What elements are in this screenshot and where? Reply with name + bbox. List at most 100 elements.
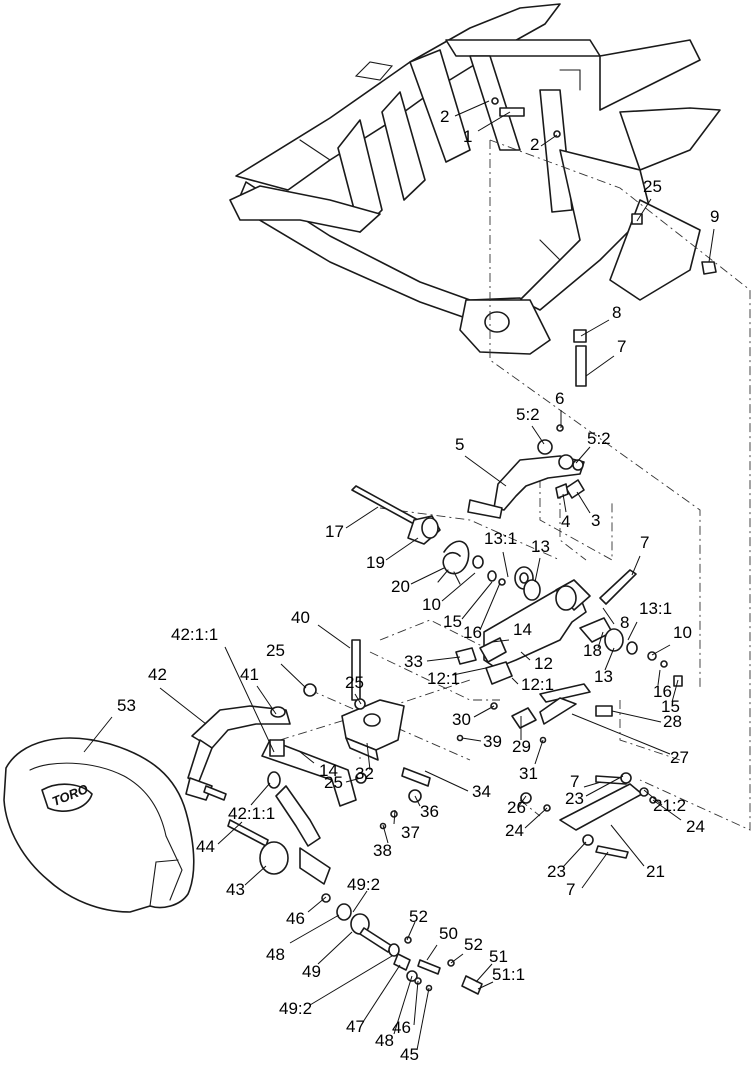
leader-line-c13b xyxy=(604,647,615,671)
leader-line-c7b xyxy=(631,555,641,576)
leader-line-c212a xyxy=(643,789,663,806)
leader-line-c25d xyxy=(345,777,362,783)
callout-label-c31: 31 xyxy=(519,764,538,783)
callout-label-c7b: 7 xyxy=(640,533,649,552)
leader-line-c41 xyxy=(256,685,277,715)
callout-label-c18: 18 xyxy=(583,641,602,660)
leader-line-c33 xyxy=(426,656,461,662)
callout-label-c21: 21 xyxy=(646,862,665,881)
leader-line-c10a xyxy=(441,572,476,602)
leader-line-c19 xyxy=(385,537,419,561)
callout-label-c2a: 2 xyxy=(440,107,449,126)
leader-line-c39 xyxy=(461,737,482,742)
callout-label-c44: 44 xyxy=(196,837,215,856)
callout-label-c36: 36 xyxy=(420,802,439,821)
callout-label-c30: 30 xyxy=(452,710,471,729)
leader-line-c8a xyxy=(580,319,610,337)
callout-leaders xyxy=(83,100,715,1051)
leader-line-c15b xyxy=(671,679,679,703)
leader-line-c51 xyxy=(475,963,493,983)
callout-label-c50: 50 xyxy=(439,924,458,943)
callout-label-c32: 32 xyxy=(355,764,374,783)
leader-line-c5 xyxy=(464,455,507,487)
callout-label-c46a: 46 xyxy=(286,909,305,928)
callout-label-c23a: 23 xyxy=(565,789,584,808)
callout-label-c3: 3 xyxy=(591,511,600,530)
callout-label-c131a: 13:1 xyxy=(484,529,517,548)
leader-line-c48b xyxy=(393,975,413,1035)
callout-label-c16a: 16 xyxy=(463,623,482,642)
leader-line-c42 xyxy=(159,687,207,725)
callout-label-c212a: 21:2 xyxy=(653,796,686,815)
leader-line-c36 xyxy=(414,795,421,807)
callout-label-c47: 47 xyxy=(346,1017,365,1036)
callout-label-c33: 33 xyxy=(404,652,423,671)
leader-line-c2b xyxy=(540,134,558,147)
leader-line-c45 xyxy=(416,987,430,1051)
callout-label-c24a: 24 xyxy=(686,817,705,836)
callout-label-c34: 34 xyxy=(472,782,491,801)
callout-label-c7a: 7 xyxy=(617,337,626,356)
leader-line-c46b xyxy=(413,980,419,1026)
callout-label-c43: 43 xyxy=(226,880,245,899)
leader-line-c13a xyxy=(534,557,541,583)
pedal-assembly xyxy=(467,424,585,519)
leader-line-c28 xyxy=(611,710,662,723)
leader-line-c25a xyxy=(636,198,652,222)
leader-line-c53 xyxy=(83,716,113,753)
leader-line-c16b xyxy=(657,669,661,686)
leader-line-c25c xyxy=(354,693,362,705)
callout-label-c25a: 25 xyxy=(643,177,662,196)
callout-label-c40: 40 xyxy=(291,608,310,627)
leader-line-c2a xyxy=(454,100,490,117)
leader-line-c131b xyxy=(627,621,638,641)
callout-label-c6: 6 xyxy=(555,389,564,408)
callout-label-c53: 53 xyxy=(117,696,136,715)
leader-line-c31 xyxy=(534,739,544,765)
callout-label-c52a: 5:2 xyxy=(516,405,540,424)
leader-line-c16a xyxy=(479,582,501,631)
leader-line-c30 xyxy=(473,705,495,718)
leader-line-c21 xyxy=(610,824,645,867)
leader-line-c38 xyxy=(382,824,389,844)
callout-label-c46b: 46 xyxy=(392,1018,411,1037)
leader-line-c34 xyxy=(424,770,469,792)
leader-line-c121a xyxy=(452,667,487,676)
leader-line-c4 xyxy=(562,493,567,513)
callout-label-c4: 4 xyxy=(561,512,570,531)
callout-label-c52: 52 xyxy=(409,907,428,926)
callout-label-c42: 42 xyxy=(148,665,167,684)
callout-label-c10b: 10 xyxy=(673,623,692,642)
callout-label-c52b: 5:2 xyxy=(587,429,611,448)
leader-line-c17 xyxy=(345,506,379,529)
callout-label-c1: 1 xyxy=(463,127,472,146)
leader-line-c40 xyxy=(317,624,351,649)
callout-label-c38: 38 xyxy=(373,841,392,860)
leader-line-c421b xyxy=(250,782,271,806)
callout-label-c13b: 13 xyxy=(594,667,613,686)
leader-line-c49 xyxy=(317,931,353,965)
callout-label-c14a: 14 xyxy=(513,620,532,639)
callout-label-c511: 51:1 xyxy=(492,965,525,984)
callout-label-c10a: 10 xyxy=(422,595,441,614)
callout-label-c121b: 12:1 xyxy=(521,675,554,694)
callout-label-c121a: 12:1 xyxy=(427,669,460,688)
leader-line-c14a xyxy=(491,639,510,643)
callout-label-c5: 5 xyxy=(455,435,464,454)
callout-label-c26: 26 xyxy=(507,798,526,817)
callout-label-c52c: 52 xyxy=(464,935,483,954)
leader-line-c23a xyxy=(585,775,624,797)
callout-label-c39: 39 xyxy=(483,732,502,751)
callout-label-c28: 28 xyxy=(663,712,682,731)
leader-line-c24a xyxy=(652,799,682,821)
leader-line-c15a xyxy=(461,581,493,620)
leader-line-c43 xyxy=(244,865,267,886)
callout-label-c24b: 24 xyxy=(505,821,524,840)
leader-line-c9 xyxy=(708,228,715,263)
leader-line-c24b xyxy=(524,807,548,829)
leader-line-c23b xyxy=(562,841,587,868)
callout-label-c492b: 49:2 xyxy=(279,999,312,1018)
callout-label-c45: 45 xyxy=(400,1045,419,1064)
leader-line-c52c xyxy=(450,953,464,964)
